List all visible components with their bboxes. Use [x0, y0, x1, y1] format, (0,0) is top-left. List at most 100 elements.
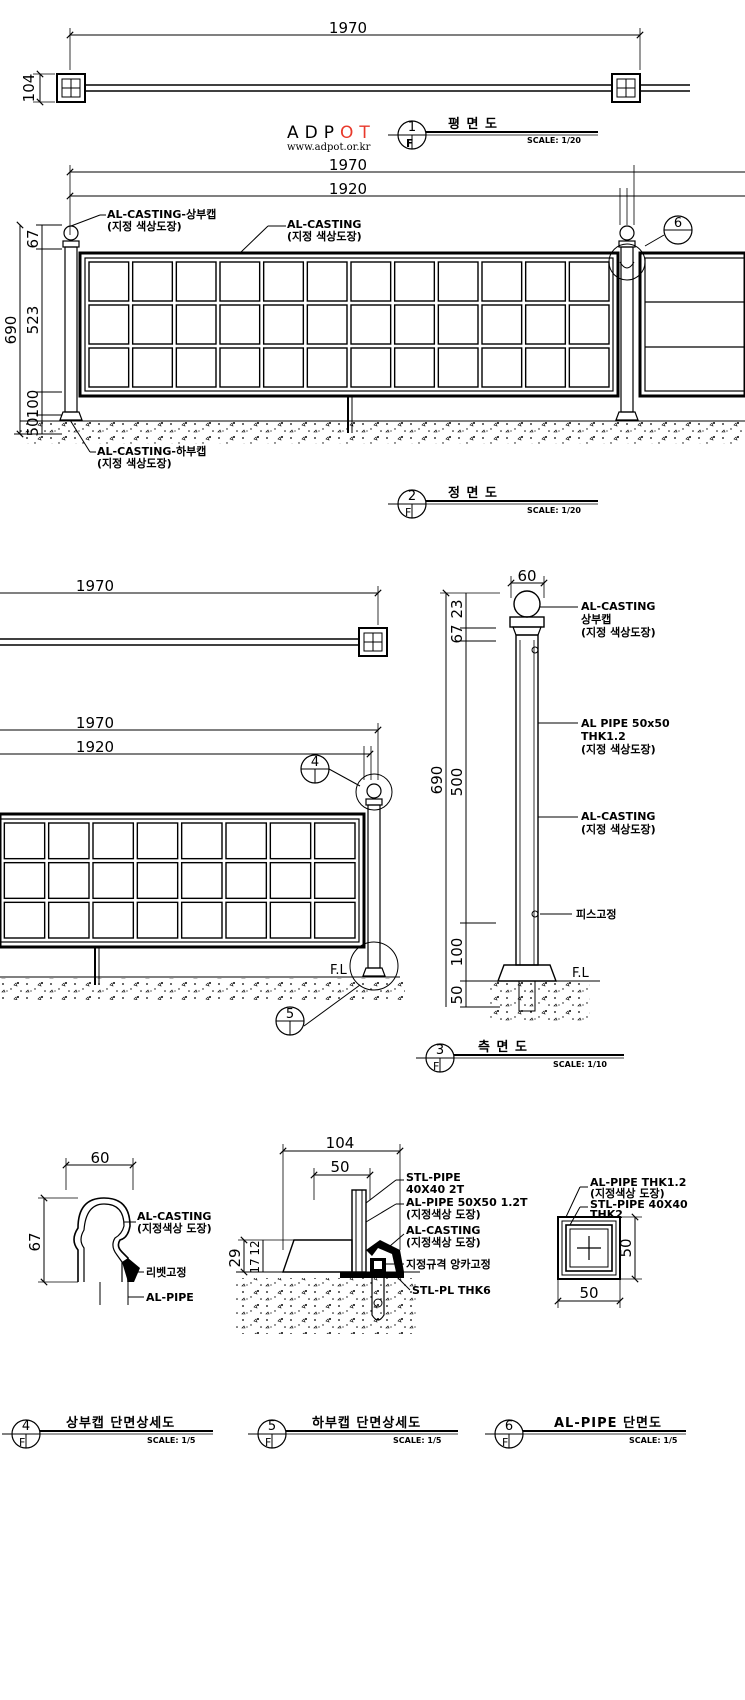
- d4-title-sheet: F: [19, 1436, 25, 1449]
- front-dim-100: 100: [24, 390, 42, 419]
- panel-cell: [306, 261, 348, 302]
- panel-cell: [350, 304, 392, 345]
- front-view: 1970 1920 690 67 523 100 50: [2, 156, 745, 470]
- side-dim-100: 100: [448, 938, 466, 967]
- plan-dim-total: 1970: [329, 19, 367, 37]
- d5-note-pl: STL-PL THK6: [412, 1284, 491, 1297]
- d4-scale: SCALE: 1/5: [147, 1436, 196, 1445]
- brand-url: www.adpot.or.kr: [287, 142, 371, 153]
- panel-cell: [225, 822, 268, 860]
- side-dim-50: 50: [448, 985, 466, 1004]
- panel-cell: [262, 347, 305, 388]
- panel-cell: [350, 347, 392, 388]
- front-note-top-cap-1: AL-CASTING-상부캡: [107, 207, 216, 221]
- d6-note-al-2: (지정색상 도장): [590, 1186, 665, 1200]
- panel-cell: [92, 861, 135, 900]
- front-dim-h: 690: [2, 316, 20, 345]
- panel-cell: [269, 901, 312, 939]
- detail-4: 60 67 AL-CASTING (지정색상 도장) 리벳고정 AL-PIPE: [26, 1149, 212, 1305]
- plan-view-partial: 1970: [0, 577, 388, 657]
- front-note-frame-2: (지정 색상도장): [287, 229, 362, 243]
- side-note-cast-2: (지정 색상도장): [581, 822, 656, 836]
- side-note-cap-2: 상부캡: [581, 612, 611, 626]
- front2-callout-4: 4: [311, 755, 319, 770]
- front-title-block: 2 F 정 면 도 SCALE: 1/20: [388, 485, 598, 519]
- panel-cell: [88, 304, 130, 345]
- side-dim-690: 690: [428, 766, 446, 795]
- front2-panel-grid: [0, 822, 356, 939]
- panel-cell: [175, 347, 217, 388]
- d5-note-al-1: AL-PIPE 50X50 1.2T: [406, 1196, 528, 1209]
- panel-cell: [437, 261, 479, 302]
- d5-note-anchor: 지정규격 앙카고정: [406, 1257, 491, 1271]
- panel-cell: [393, 261, 436, 302]
- detail6-title-block: 6 F AL-PIPE 단면도 SCALE: 1/5: [485, 1415, 686, 1449]
- panel-cell: [92, 901, 135, 939]
- d6-note-stl-2: THK2: [590, 1208, 623, 1221]
- front-panel-grid: [88, 261, 610, 388]
- d5-note-stl-2: 40X40 2T: [406, 1183, 465, 1196]
- panel-cell: [568, 347, 610, 388]
- d5-title-num: 5: [268, 1419, 276, 1434]
- panel-cell: [92, 822, 135, 860]
- front-callout-6: 6: [674, 216, 682, 231]
- side-scale: SCALE: 1/10: [553, 1060, 607, 1069]
- detail5-title-block: 5 F 하부캡 단면상세도 SCALE: 1/5: [248, 1415, 458, 1449]
- panel-cell: [568, 304, 610, 345]
- d4-dim-67: 67: [26, 1232, 44, 1251]
- plan-title: 평 면 도: [448, 116, 498, 132]
- d5-dim-12: 12: [248, 1240, 262, 1255]
- panel-cell: [269, 822, 312, 860]
- side-title-block: 3 F 측 면 도 SCALE: 1/10: [416, 1039, 624, 1073]
- front2-callout-5: 5: [286, 1007, 294, 1022]
- panel-cell: [47, 901, 90, 939]
- panel-cell: [350, 261, 392, 302]
- front-title: 정 면 도: [448, 485, 498, 501]
- plan-title-block: 1 F 평 면 도 SCALE: 1/20: [388, 116, 598, 150]
- panel-cell: [481, 261, 523, 302]
- d5-scale: SCALE: 1/5: [393, 1436, 442, 1445]
- front-dim-inner: 1920: [329, 180, 367, 198]
- panel-cell: [269, 861, 312, 900]
- detail4-title-block: 4 F 상부캡 단면상세도 SCALE: 1/5: [2, 1415, 213, 1449]
- d4-note-rivet: 리벳고정: [146, 1265, 186, 1279]
- d4-title-num: 4: [22, 1419, 30, 1434]
- front-dim-523: 523: [24, 306, 42, 335]
- side-note-pipe-3: (지정 색상도장): [581, 742, 656, 756]
- panel-cell: [47, 822, 90, 860]
- d6-title-num: 6: [505, 1419, 513, 1434]
- side-dim-60: 60: [517, 567, 536, 585]
- panel-cell: [306, 304, 348, 345]
- d6-scale: SCALE: 1/5: [629, 1436, 678, 1445]
- panel-cell: [180, 861, 223, 900]
- d5-dim-104: 104: [326, 1134, 355, 1152]
- front-dim-total: 1970: [329, 156, 367, 174]
- panel-cell: [313, 861, 356, 900]
- d4-title: 상부캡 단면상세도: [66, 1415, 175, 1431]
- d6-dim-50h: 50: [617, 1238, 635, 1257]
- panel-cell: [313, 901, 356, 939]
- panel-cell: [180, 822, 223, 860]
- d4-dim-60: 60: [90, 1149, 109, 1167]
- panel-cell: [393, 347, 436, 388]
- front-title-num: 2: [408, 489, 416, 504]
- front-dim-67: 67: [24, 229, 42, 248]
- brand-logo: ADPOT www.adpot.or.kr: [287, 123, 371, 153]
- side-note-cap-1: AL-CASTING: [581, 600, 655, 613]
- panel-cell: [524, 347, 567, 388]
- panel-cell: [225, 901, 268, 939]
- panel-cell: [524, 304, 567, 345]
- panel-cell: [437, 304, 479, 345]
- panel-cell: [219, 261, 261, 302]
- panel-cell: [136, 822, 179, 860]
- d4-note-1: AL-CASTING: [137, 1210, 211, 1223]
- side-note-cap-3: (지정 색상도장): [581, 625, 656, 639]
- d5-title: 하부캡 단면상세도: [312, 1415, 421, 1431]
- side-fl: F.L: [572, 966, 590, 981]
- d5-dim-29: 29: [226, 1248, 244, 1267]
- panel-cell: [47, 861, 90, 900]
- panel-cell: [180, 901, 223, 939]
- d5-title-sheet: F: [265, 1436, 271, 1449]
- side-note-pipe-1: AL PIPE 50x50: [581, 717, 670, 730]
- plan-title-sheet: F: [406, 137, 414, 150]
